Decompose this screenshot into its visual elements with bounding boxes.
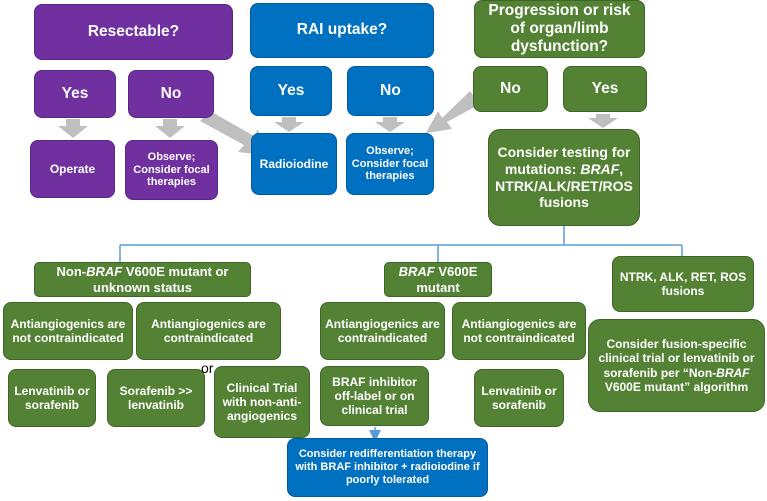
rai-no-text: No <box>380 81 401 99</box>
blue-observe-text: Observe; Consider focal therapies <box>351 144 429 183</box>
rai-question-box: RAI uptake? <box>250 3 434 58</box>
fusion-specific-trial-text: Consider fusion-specific clinical trial … <box>598 337 755 394</box>
arrow-blue-yes-down <box>274 117 304 132</box>
progression-question-box: Progression or risk of organ/limb dysfun… <box>474 0 645 58</box>
braf-inhibitor-box: BRAF inhibitor off-label or on clinical … <box>320 366 429 426</box>
braf-lenvatinib-text: Lenvatinib or sorafenib <box>481 383 557 412</box>
redifferentiation-text: Consider redifferentiation therapy with … <box>295 448 480 486</box>
braf-header-box: BRAF V600E mutant <box>384 262 492 297</box>
fusion-specific-trial-box: Consider fusion-specific clinical trial … <box>588 319 765 412</box>
arrow-purple-yes-down <box>58 119 88 138</box>
sorafenib-over-lenvatinib-text: Sorafenib >> lenvatinib <box>119 383 193 412</box>
arrow-green-yes-down <box>588 114 618 128</box>
braf-not-contraindicated-text: Antiangiogenics are not contraindicated <box>461 316 577 345</box>
braf-contraindicated-box: Antiangiogenics are contraindicated <box>320 302 445 360</box>
resectable-no-box: No <box>128 70 214 118</box>
operate-box: Operate <box>30 140 115 198</box>
mutation-testing-text: Consider testing for mutations: BRAF, NT… <box>495 144 633 211</box>
arrow-green-no-to-observe <box>426 91 480 133</box>
progression-no-box: No <box>473 66 548 112</box>
resectable-yes-text: Yes <box>61 84 89 102</box>
non-braf-not-contraindicated-text: Antiangiogenics are not contraindicated <box>10 316 126 345</box>
resectable-question-box: Resectable? <box>34 4 233 60</box>
braf-gene-label: BRAF <box>580 160 620 177</box>
clinical-trial-box: Clinical Trial with non-anti-angiogenics <box>214 366 310 438</box>
sorafenib-over-lenvatinib-box: Sorafenib >> lenvatinib <box>107 369 205 427</box>
progression-yes-box: Yes <box>563 66 647 112</box>
rai-no-box: No <box>347 66 434 116</box>
braf-not-contraindicated-box: Antiangiogenics are not contraindicated <box>452 302 586 360</box>
radioiodine-text: Radioiodine <box>259 156 329 171</box>
rai-yes-text: Yes <box>277 81 305 99</box>
mutation-testing-box: Consider testing for mutations: BRAF, NT… <box>488 129 640 226</box>
braf-inhibitor-text: BRAF inhibitor off-label or on clinical … <box>332 374 417 418</box>
or-label: or <box>201 360 214 376</box>
gray-arrows <box>58 91 618 155</box>
non-braf-lenvatinib-text: Lenvatinib or sorafenib <box>14 383 90 412</box>
purple-observe-box: Observe; Consider focal therapies <box>125 140 218 200</box>
progression-yes-text: Yes <box>591 79 619 97</box>
radioiodine-box: Radioiodine <box>251 133 337 195</box>
arrow-blue-no-down <box>375 117 405 132</box>
non-braf-contraindicated-text: Antiangiogenics are contraindicated <box>151 316 266 345</box>
resectable-no-text: No <box>160 84 182 102</box>
rai-question-text: RAI uptake? <box>296 21 388 39</box>
non-braf-not-contraindicated-box: Antiangiogenics are not contraindicated <box>3 302 133 360</box>
braf-contraindicated-text: Antiangiogenics are contraindicated <box>325 316 440 345</box>
progression-question-text: Progression or risk of organ/limb dysfun… <box>488 1 631 56</box>
operate-text: Operate <box>49 161 96 176</box>
blue-observe-box: Observe; Consider focal therapies <box>346 133 434 195</box>
arrow-no-to-radioiodine <box>200 111 264 155</box>
resectable-yes-box: Yes <box>34 70 116 118</box>
purple-observe-text: Observe; Consider focal therapies <box>133 150 210 189</box>
non-braf-contraindicated-box: Antiangiogenics are contraindicated <box>136 302 281 360</box>
blue-connector-tree <box>119 226 683 442</box>
braf-lenvatinib-box: Lenvatinib or sorafenib <box>474 369 564 427</box>
fusions-header-box: NTRK, ALK, RET, ROS fusions <box>612 256 754 312</box>
braf-header-text: BRAF V600E mutant <box>398 264 478 295</box>
fusions-header-text: NTRK, ALK, RET, ROS fusions <box>619 269 747 298</box>
redifferentiation-box: Consider redifferentiation therapy with … <box>287 438 488 497</box>
rai-yes-box: Yes <box>250 66 332 116</box>
non-braf-lenvatinib-box: Lenvatinib or sorafenib <box>8 369 96 427</box>
clinical-trial-text: Clinical Trial with non-anti-angiogenics <box>222 380 302 424</box>
progression-no-text: No <box>500 79 521 97</box>
non-braf-header-box: Non-BRAF V600E mutant or unknown status <box>34 262 251 297</box>
arrow-purple-no-down <box>155 119 185 138</box>
non-braf-header-text: Non-BRAF V600E mutant or unknown status <box>56 264 229 295</box>
resectable-question-text: Resectable? <box>87 22 180 40</box>
